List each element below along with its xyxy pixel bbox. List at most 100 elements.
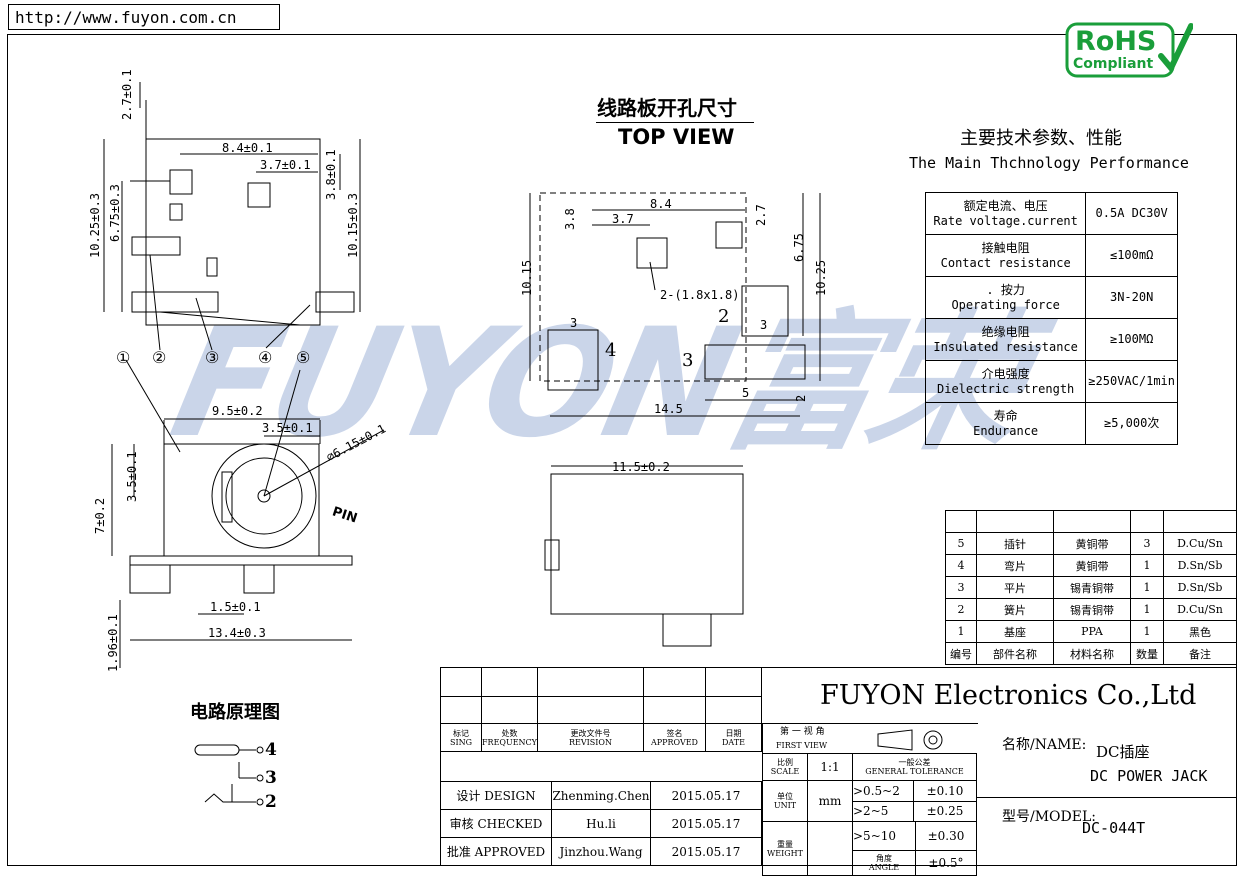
bom-header-row: 编号部件名称材料名称数量备注	[945, 642, 1237, 665]
bom-cell: 5	[945, 532, 977, 555]
slot-2	[206, 257, 218, 277]
callout-2: ②	[152, 348, 167, 367]
unit-en: UNIT	[773, 801, 797, 810]
bom-cell: PPA	[1053, 620, 1131, 643]
model-label: 型号/MODEL:	[1002, 809, 1096, 825]
pin-left-upper	[131, 236, 181, 256]
unit-value: mm	[807, 780, 853, 822]
pcb-pad-4	[547, 329, 599, 391]
side-view-body	[550, 473, 744, 615]
model-divider	[977, 797, 1237, 798]
jack-inner-circle	[225, 457, 303, 535]
param-cn: 额定电流、电压	[963, 198, 1048, 213]
model-value: DC-044T	[1082, 819, 1146, 837]
pcb-outline	[539, 192, 747, 382]
performance-title-cn: 主要技术参数、性能	[960, 128, 1122, 149]
param-en: Endurance	[973, 423, 1039, 438]
bom-cell: 黄铜带	[1053, 554, 1131, 577]
bom-header: 部件名称	[976, 642, 1054, 665]
top-view-title-en: TOP VIEW	[618, 125, 735, 149]
dim-text: 8.4	[650, 197, 672, 211]
jack-outer-circle	[211, 443, 317, 549]
bom-cell: 簧片	[976, 598, 1054, 621]
unit-cn: 单位	[777, 792, 793, 801]
dim-text: 3.5±0.1	[262, 421, 313, 435]
performance-value: ≥5,000次	[1085, 402, 1178, 445]
circuit-title: 电路原理图	[190, 702, 280, 723]
param-cn: 寿命	[993, 408, 1018, 423]
pad-label-3: 3	[682, 350, 694, 371]
sign-date: 2015.05.17	[650, 837, 762, 866]
component-top-body	[145, 138, 321, 326]
callout-4: ④	[258, 348, 273, 367]
bom-cell: 黄铜带	[1053, 532, 1131, 555]
pad-label-4: 4	[605, 340, 617, 361]
dim-text: 8.4±0.1	[222, 141, 273, 155]
tol-range-1: >0.5~2	[853, 781, 914, 802]
dim-text: 10.15±0.3	[346, 192, 360, 258]
bom-cell: 插针	[976, 532, 1054, 555]
bom-header: 材料名称	[1053, 642, 1131, 665]
rev-header-en: REVISION	[568, 737, 612, 747]
performance-value: 3N-20N	[1085, 276, 1178, 319]
dim-text: 3.7	[612, 212, 634, 226]
component-front-body	[163, 443, 320, 557]
weight-en: WEIGHT	[767, 848, 803, 858]
performance-value: 0.5A DC30V	[1085, 192, 1178, 235]
param-cn: . 按力	[986, 282, 1025, 297]
dim-text: 3.8	[563, 208, 577, 230]
dim-text: 3.5±0.1	[125, 451, 139, 502]
bom-cell: 基座	[976, 620, 1054, 643]
bom-cell: D.Cu/Sn	[1163, 598, 1237, 621]
bom-cell: 1	[945, 620, 977, 643]
pcb-hole-1	[636, 237, 668, 269]
performance-title-en: The Main Thchnology Performance	[909, 154, 1189, 172]
sign-name: Zhenming.Chen	[551, 781, 651, 810]
bom-cell: 3	[945, 576, 977, 599]
tol-value-3: ±0.30	[915, 821, 977, 851]
bom-cell: 3	[1130, 532, 1164, 555]
pad-label-2: 2	[718, 306, 730, 327]
dim-text: 2	[794, 394, 808, 402]
sign-name: Jinzhou.Wang	[551, 837, 651, 866]
bom-header: 编号	[945, 642, 977, 665]
bom-blank-row	[945, 510, 1237, 533]
scale-cn: 比例	[777, 758, 793, 767]
scale-en: SCALE	[770, 767, 800, 776]
bom-header: 数量	[1130, 642, 1164, 665]
callout-1: ①	[116, 348, 131, 367]
dim-text: 1.5±0.1	[210, 600, 261, 614]
dim-text: 10.25	[814, 259, 828, 296]
tol-value-4: ±0.5°	[915, 850, 977, 876]
dim-text: 7±0.2	[93, 497, 107, 534]
param-en: Dielectric strength	[937, 381, 1075, 396]
circuit-plug	[194, 744, 240, 756]
bom-cell: 1	[1130, 598, 1164, 621]
pad-top-right	[247, 182, 271, 208]
param-en: Contact resistance	[940, 255, 1071, 270]
performance-value: ≥250VAC/1min	[1085, 360, 1178, 403]
side-view-tab	[544, 539, 560, 571]
rev-header-en: SING	[449, 737, 473, 747]
circuit-pin-4: 4	[265, 740, 277, 760]
name-label: 名称/NAME:	[1002, 737, 1087, 753]
first-view-cn: 第 一 视 角	[780, 727, 825, 737]
bom-cell: 弯片	[976, 554, 1054, 577]
rev-header-cn: 更改文件号	[570, 728, 611, 738]
dim-text: 2.7±0.1	[120, 69, 134, 120]
callout-3: ③	[205, 348, 220, 367]
